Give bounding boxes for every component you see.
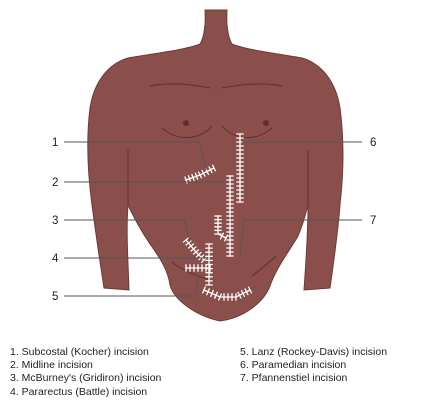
incision-midline xyxy=(227,176,233,256)
number-label-4: 4 xyxy=(52,253,59,265)
incision-lanz xyxy=(186,265,210,271)
legend-item: 2. Midline incision xyxy=(10,359,161,372)
nipple-right xyxy=(263,120,269,126)
number-label-3: 3 xyxy=(52,215,58,227)
torso-illustration: 1 2 3 4 5 6 7 xyxy=(0,0,424,340)
legend-item: 1. Subcostal (Kocher) incision xyxy=(10,346,161,359)
legend-item: 7. Pfannenstiel incision xyxy=(240,372,387,385)
legend-item: 6. Paramedian incision xyxy=(240,359,387,372)
legend-left: 1. Subcostal (Kocher) incision 2. Midlin… xyxy=(10,346,161,399)
legend-right: 5. Lanz (Rockey-Davis) incision 6. Param… xyxy=(240,346,387,386)
nipple-left xyxy=(183,120,189,126)
number-label-2: 2 xyxy=(52,177,58,189)
number-label-6: 6 xyxy=(370,137,376,149)
torso-silhouette xyxy=(88,10,343,321)
legend-item: 5. Lanz (Rockey-Davis) incision xyxy=(240,346,387,359)
legend-item: 3. McBurney's (Gridiron) incision xyxy=(10,372,161,385)
number-label-1: 1 xyxy=(52,137,58,149)
legend-item: 4. Pararectus (Battle) incision xyxy=(10,386,161,399)
number-label-5: 5 xyxy=(52,291,58,303)
number-label-7: 7 xyxy=(370,215,376,227)
